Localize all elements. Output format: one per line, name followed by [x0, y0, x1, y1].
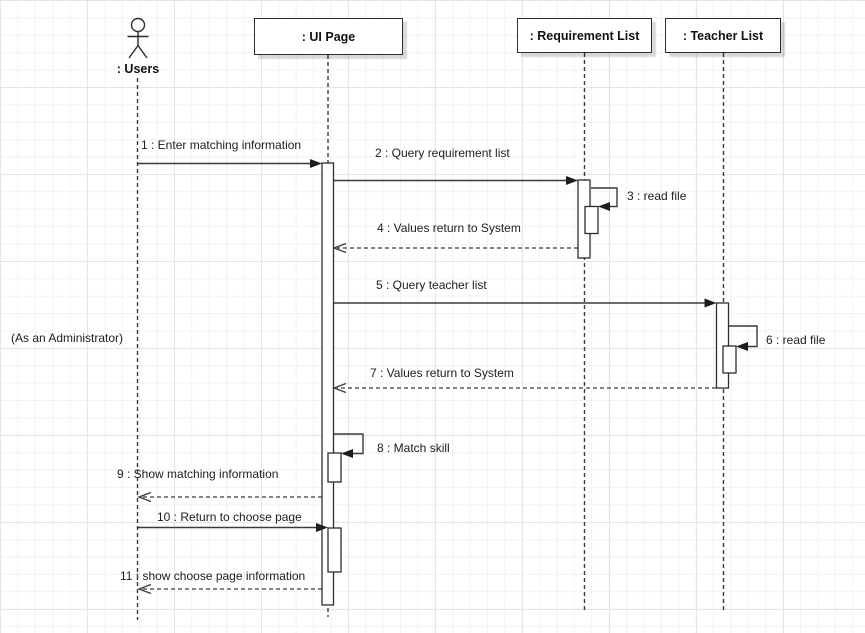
arrow-msg2-head: [566, 176, 578, 185]
message-label-1: 1 : Enter matching information: [141, 138, 302, 152]
message-label-8: 8 : Match skill: [377, 441, 450, 455]
loop-msg8-head: [341, 449, 353, 458]
lifeline-head-ui-page: : UI Page: [254, 18, 403, 55]
loop-msg3-path: [591, 187, 618, 208]
message-label-10: 10 : Return to choose page: [157, 510, 302, 524]
message-label-2: 2 : Query requirement list: [375, 146, 510, 160]
actor-leg-left: [128, 45, 139, 59]
lifeline-head-requirement-list: : Requirement List: [517, 18, 652, 53]
arrow-msg4-head: [332, 242, 347, 254]
activation-ui-page-match-skill: [327, 452, 342, 483]
message-label-9: 9 : Show matching information: [117, 467, 279, 481]
arrow-msg7-head: [332, 382, 347, 394]
actor-figure-users: [127, 17, 149, 59]
message-label-6: 6 : read file: [766, 333, 826, 347]
loop-msg8-path: [334, 433, 364, 455]
loop-msg3-head: [598, 202, 610, 211]
message-label-11: 11 : show choose page information: [120, 569, 306, 583]
activation-ui-page-return: [327, 527, 342, 573]
message-label-5: 5 : Query teacher list: [376, 278, 487, 292]
lifeline-head-teacher-list: : Teacher List: [665, 18, 781, 53]
activation-teacher-nested: [722, 345, 737, 374]
actor-leg-right: [137, 45, 148, 59]
administrator-note: (As an Administrator): [11, 331, 124, 345]
message-label-7: 7 : Values return to System: [370, 366, 514, 380]
activation-requirement-nested: [584, 205, 599, 235]
arrow-msg10-head: [316, 523, 328, 532]
loop-msg6-head: [736, 342, 748, 351]
lifeline-label-ui-page: : UI Page: [301, 29, 356, 44]
message-label-3: 3 : read file: [627, 189, 687, 203]
activation-ui-page-main: [321, 162, 335, 606]
lifeline-label-requirement-list: : Requirement List: [529, 28, 640, 43]
actor-label-users: : Users: [116, 62, 160, 76]
arrow-msg5-head: [704, 298, 717, 308]
message-label-4: 4 : Values return to System: [377, 221, 521, 235]
lifeline-label-teacher-list: : Teacher List: [682, 28, 764, 43]
loop-msg6-path: [729, 325, 758, 348]
arrow-msg9-head: [137, 491, 152, 503]
arrow-msg1-head: [310, 159, 322, 168]
arrow-msg11-head: [137, 583, 152, 595]
actor-head: [130, 17, 146, 33]
